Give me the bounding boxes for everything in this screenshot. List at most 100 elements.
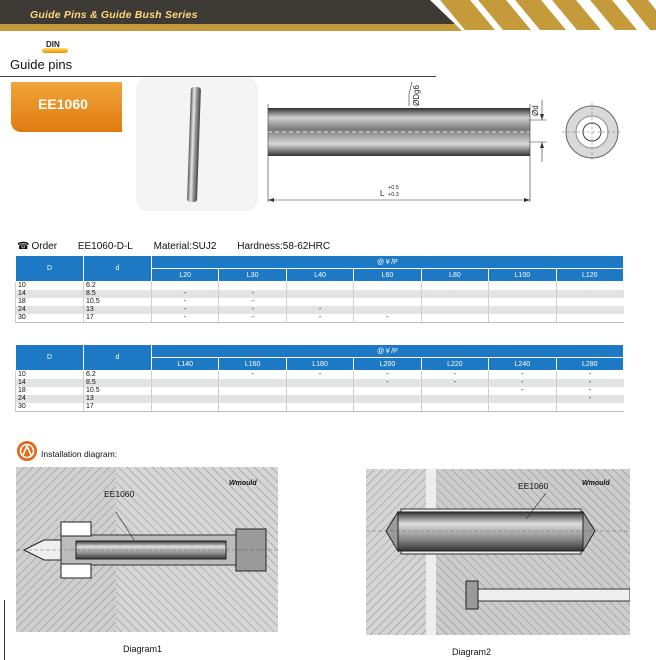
part-label: EE1060 bbox=[518, 481, 549, 491]
cell-price bbox=[420, 314, 489, 323]
cell-D: 14 bbox=[15, 290, 84, 298]
cell-price bbox=[420, 290, 489, 298]
cell-price bbox=[218, 403, 287, 412]
hardness-spec: Hardness:58-62HRC bbox=[237, 241, 331, 252]
installation-diagram-1: EE1060 Wmould bbox=[16, 467, 278, 632]
length-header: L140 bbox=[150, 357, 220, 371]
cell-price bbox=[285, 403, 354, 412]
cell-price: - bbox=[218, 290, 287, 298]
cell-price bbox=[420, 387, 489, 395]
outer-dia-label: ØDg6 bbox=[412, 85, 421, 106]
length-tol-upper: +0.5 bbox=[388, 185, 399, 191]
cell-price bbox=[353, 387, 422, 395]
price-table-1: D d @￥/P L20 L30 L40 L60 L80 L100 L120 1… bbox=[15, 255, 625, 323]
cell-price bbox=[555, 290, 624, 298]
cell-price bbox=[285, 298, 354, 306]
technical-drawing: ØDg6 Ød L +0.5 +0.3 bbox=[267, 81, 622, 202]
cell-price: - bbox=[488, 379, 557, 387]
cell-price: - bbox=[353, 379, 422, 387]
cell-price bbox=[285, 387, 354, 395]
cell-d: 8.5 bbox=[83, 379, 152, 387]
installation-diagram-2: EE1060 Wmould bbox=[366, 469, 630, 635]
cell-d: 17 bbox=[83, 403, 152, 412]
cell-price bbox=[555, 281, 624, 290]
cell-D: 18 bbox=[15, 387, 84, 395]
cell-price: - bbox=[285, 314, 354, 323]
length-header: L20 bbox=[150, 268, 220, 282]
cell-d: 6.2 bbox=[83, 281, 152, 290]
length-header: L220 bbox=[420, 357, 490, 371]
cell-price bbox=[150, 387, 219, 395]
series-title: Guide Pins & Guide Bush Series bbox=[30, 9, 198, 21]
cell-price bbox=[353, 290, 422, 298]
cell-D: 24 bbox=[15, 306, 84, 314]
order-info: ☎Order EE1060-D-L Material:SUJ2 Hardness… bbox=[17, 241, 348, 252]
cell-price: - bbox=[420, 370, 489, 379]
cell-price: - bbox=[555, 379, 624, 387]
length-label: L bbox=[380, 189, 385, 198]
inner-dia-label: Ød bbox=[531, 105, 540, 116]
cell-price: - bbox=[285, 306, 354, 314]
cell-price bbox=[353, 395, 422, 403]
cell-price bbox=[285, 290, 354, 298]
cell-price bbox=[555, 403, 624, 412]
cell-price bbox=[555, 306, 624, 314]
length-header: L60 bbox=[353, 268, 422, 282]
cell-price bbox=[420, 395, 489, 403]
cell-price bbox=[488, 306, 557, 314]
cell-price: - bbox=[488, 370, 557, 379]
cell-price: - bbox=[218, 370, 287, 379]
cell-price bbox=[488, 314, 557, 323]
cell-price: - bbox=[420, 379, 489, 387]
cell-price bbox=[488, 281, 557, 290]
price-header: @￥/P bbox=[151, 344, 624, 358]
cell-price: - bbox=[150, 290, 219, 298]
cell-price bbox=[218, 387, 287, 395]
length-header: L100 bbox=[488, 268, 557, 282]
col-header-d: d bbox=[83, 255, 152, 282]
cell-price bbox=[218, 395, 287, 403]
cell-d: 10.5 bbox=[83, 298, 152, 306]
cell-price bbox=[420, 298, 489, 306]
cell-price bbox=[285, 379, 354, 387]
cell-price bbox=[150, 281, 219, 290]
din-badge: DIN bbox=[46, 40, 60, 49]
cell-D: 24 bbox=[15, 395, 84, 403]
cell-price: - bbox=[218, 314, 287, 323]
cell-price bbox=[420, 306, 489, 314]
length-tol-lower: +0.3 bbox=[388, 192, 399, 198]
cell-D: 18 bbox=[15, 298, 84, 306]
cell-d: 10.5 bbox=[83, 387, 152, 395]
cell-price bbox=[218, 379, 287, 387]
length-header: L160 bbox=[218, 357, 287, 371]
length-header: L120 bbox=[555, 268, 625, 282]
length-header: L180 bbox=[285, 357, 355, 371]
phone-icon: ☎ bbox=[17, 241, 30, 252]
cell-price bbox=[488, 290, 557, 298]
cell-d: 17 bbox=[83, 314, 152, 323]
model-code: EE1060 bbox=[38, 96, 88, 112]
cell-price: - bbox=[488, 387, 557, 395]
cell-d: 13 bbox=[83, 395, 152, 403]
cell-D: 10 bbox=[15, 370, 84, 379]
col-header-D: D bbox=[15, 255, 84, 282]
header-banner bbox=[0, 0, 656, 32]
cell-price bbox=[218, 281, 287, 290]
cell-D: 14 bbox=[15, 379, 84, 387]
din-badge-bar bbox=[42, 48, 68, 53]
cell-price: - bbox=[218, 298, 287, 306]
material-spec: Material:SUJ2 bbox=[153, 241, 217, 252]
installation-label: Installation diagram: bbox=[41, 449, 118, 459]
col-header-d: d bbox=[83, 344, 152, 371]
section-title: Guide pins bbox=[10, 57, 73, 72]
cell-price bbox=[353, 403, 422, 412]
cell-price bbox=[488, 395, 557, 403]
cell-price: - bbox=[555, 395, 624, 403]
